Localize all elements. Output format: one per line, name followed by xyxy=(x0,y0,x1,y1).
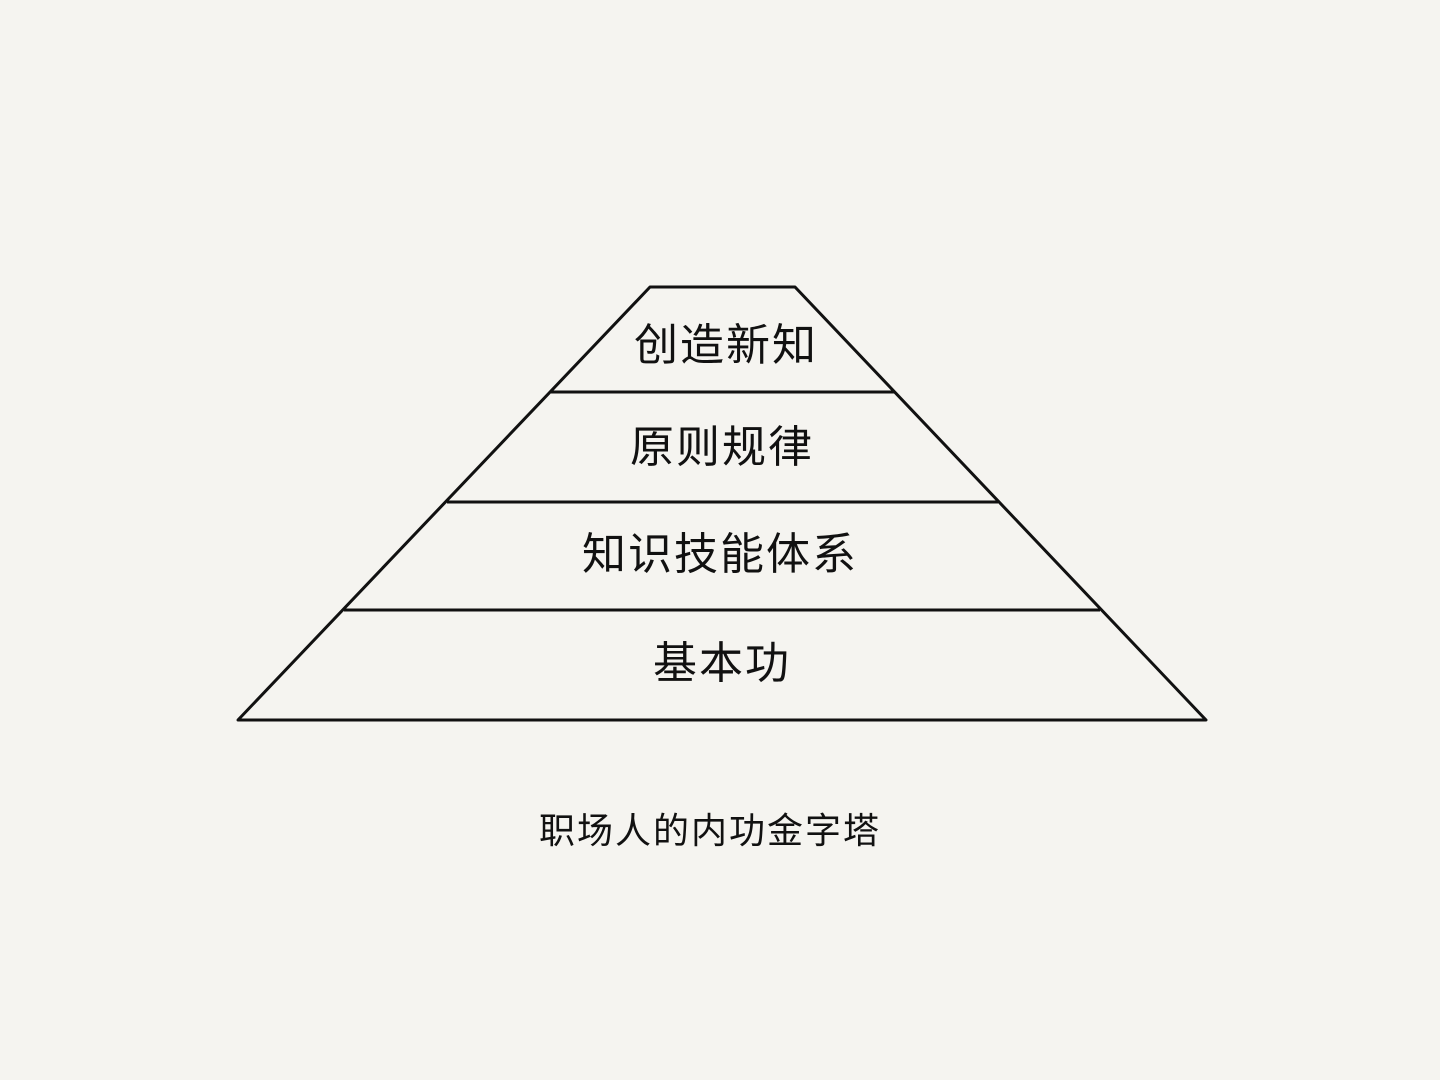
tier-label-bottom: 基本功 xyxy=(653,638,791,689)
tier-label-top: 创造新知 xyxy=(634,320,818,371)
pyramid-outline xyxy=(236,285,1208,722)
tier-label-third: 知识技能体系 xyxy=(582,529,858,580)
diagram-caption: 职场人的内功金字塔 xyxy=(539,811,881,852)
tier-label-second: 原则规律 xyxy=(630,422,814,473)
